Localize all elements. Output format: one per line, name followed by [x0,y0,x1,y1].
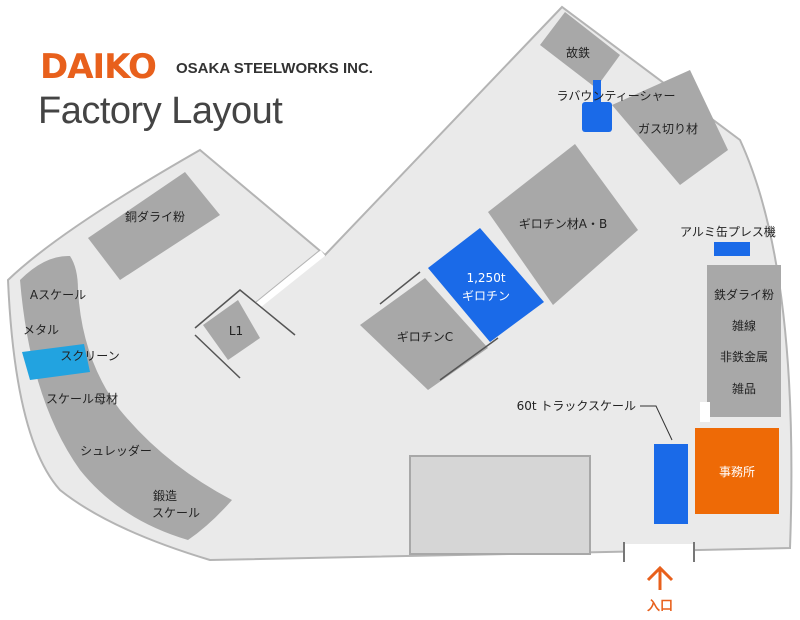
rabaun-shear-top [593,80,601,102]
misc-goods-label: 雑品 [732,381,756,396]
guillotine-1250-label-1: 1,250t [466,271,505,285]
gas-cutting-area [612,70,728,185]
iron-dry-powder-label: 鉄ダライ粉 [714,287,774,302]
a-scale-label: Aスケール [30,288,86,302]
guillotine-ab-area [488,144,638,305]
shredder-label: シュレッダー [80,443,152,458]
divider-wall [255,250,326,308]
aluminum-press-machine [714,242,750,256]
right-storage-block [707,265,781,417]
scale-base-label: スケール母材 [46,392,118,406]
screen-area [22,344,90,380]
guillotine-c-area [360,278,488,390]
guillotine-1250-machine [428,228,544,342]
copper-dry-powder-label: 銅ダライ粉 [125,209,185,224]
office-building [695,428,779,514]
scrap-iron-area [540,12,620,88]
left-curved-stack [20,255,232,540]
page-title: Factory Layout [38,90,283,132]
guillotine-ab-label: ギロチン材A・B [519,217,607,231]
mixed-wire-label: 雑線 [732,318,756,333]
entrance-label: 入口 [647,599,673,614]
scrap-iron-label: 故鉄 [566,45,590,60]
l1-label: L1 [229,324,243,338]
entrance-arrow-icon [646,565,674,590]
daiko-logo: DAIKO [40,47,157,87]
l1-area [203,300,260,360]
rabaun-shear-label: ラバウンティーシャー [557,89,676,103]
forging-label-2: スケール [152,506,200,520]
forging-label-1: 鍛造 [153,489,177,503]
rabaun-shear-machine [582,102,612,132]
metal-label: メタル [23,323,59,337]
guillotine-c-rail-2 [439,337,499,381]
truck-scale [654,444,688,524]
l1-rail [194,289,296,379]
gas-cutting-label: ガス切り材 [638,122,698,136]
central-warehouse [409,455,591,555]
guillotine-c-rail [379,271,421,305]
truck-scale-label: 60t トラックスケール [517,399,636,413]
nonferrous-label: 非鉄金属 [720,349,768,364]
office-label: 事務所 [719,465,755,479]
screen-label: スクリーン [60,349,119,363]
company-name: OSAKA STEELWORKS INC. [176,60,373,77]
divider-wall-outline [255,249,321,303]
guillotine-1250-label-2: ギロチン [462,289,510,303]
entrance-gap [624,544,694,558]
guillotine-c-label: ギロチンC [397,330,453,344]
office-annex [700,402,710,422]
copper-dry-powder-area [88,172,220,280]
truck-scale-leader [640,405,673,441]
aluminum-press-label: アルミ缶プレス機 [680,224,776,239]
